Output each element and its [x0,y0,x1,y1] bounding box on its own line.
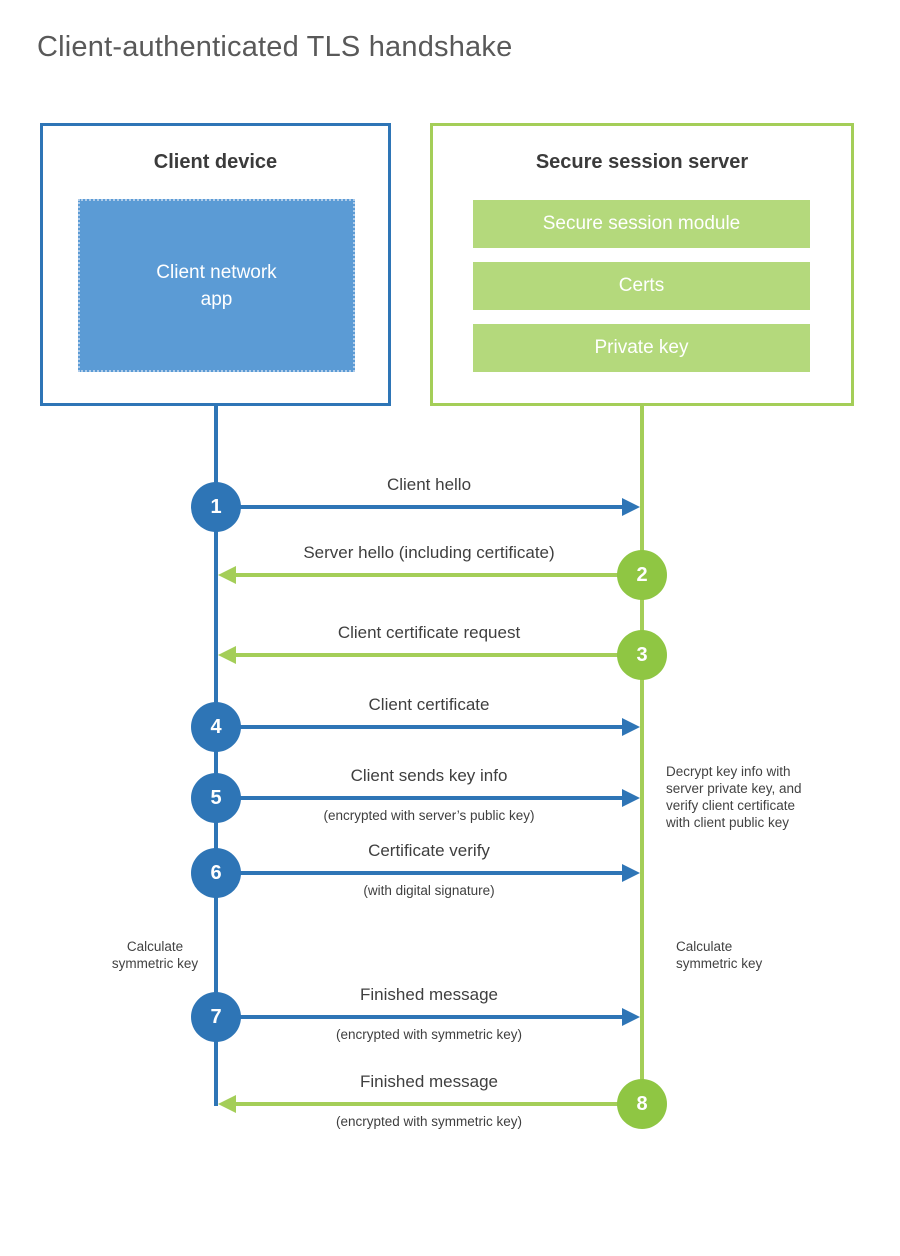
client-device-box: Client device Client network app [40,123,391,406]
message-number-badge: 2 [617,550,667,600]
calculate-symmetric-key-note-client: Calculate symmetric key [111,939,199,971]
message-sublabel: (encrypted with server’s public key) [323,808,535,823]
message-sublabel: (with digital signature) [363,883,495,898]
message-arrow-line [216,1015,622,1019]
message-label: Certificate verify [368,841,490,860]
message-number-badge: 8 [617,1079,667,1129]
calculate-symmetric-key-note-server: Calculate symmetric key [676,939,763,971]
message-arrow-line [216,871,622,875]
arrowhead-icon [218,566,236,584]
arrowhead-icon [622,1008,640,1026]
message-arrow-line [216,505,622,509]
page-title: Client-authenticated TLS handshake [37,31,513,63]
client-lifeline [214,406,218,1106]
decrypt-note: Decrypt key info with server private key… [666,764,802,830]
message-arrow-line [236,573,642,577]
arrowhead-icon [218,1095,236,1113]
message-number-badge: 5 [191,773,241,823]
secure-session-server-box: Secure session server Secure session mod… [430,123,854,406]
message-label: Server hello (including certificate) [303,543,555,562]
server-title: Secure session server [535,151,749,173]
message-label: Client certificate [368,695,490,714]
arrowhead-icon [622,864,640,882]
arrowhead-icon [622,789,640,807]
server-module-bar: Private key [473,324,810,372]
server-module-bar: Secure session module [473,200,810,248]
message-number-badge: 4 [191,702,241,752]
message-number-badge: 6 [191,848,241,898]
message-arrow-line [236,653,642,657]
client-device-title: Client device [153,151,278,173]
message-number-badge: 3 [617,630,667,680]
arrowhead-icon [622,718,640,736]
message-arrow-line [236,1102,642,1106]
server-module-bar: Certs [473,262,810,310]
message-arrow-line [216,796,622,800]
message-number-badge: 7 [191,992,241,1042]
server-lifeline [640,406,644,1104]
message-sublabel: (encrypted with symmetric key) [335,1027,523,1042]
arrowhead-icon [622,498,640,516]
message-label: Client sends key info [350,766,508,785]
arrowhead-icon [218,646,236,664]
message-label: Client certificate request [337,623,521,642]
message-label: Finished message [360,985,498,1004]
client-network-app-box: Client network app [78,199,355,372]
message-label: Client hello [386,475,472,494]
message-number-badge: 1 [191,482,241,532]
message-arrow-line [216,725,622,729]
message-label: Finished message [360,1072,498,1091]
message-sublabel: (encrypted with symmetric key) [335,1114,523,1129]
